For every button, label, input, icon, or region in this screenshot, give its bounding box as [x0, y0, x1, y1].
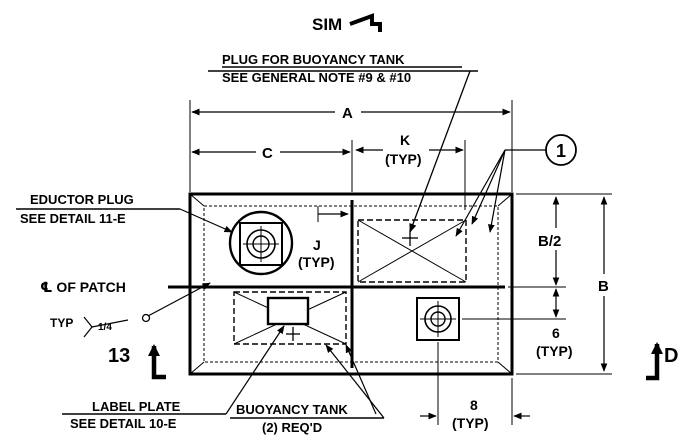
dim-j-label: J	[313, 237, 321, 253]
dim-k-label: K	[400, 132, 410, 148]
weld-leader	[147, 282, 211, 317]
corner-tl	[189, 193, 205, 207]
eductor-ring	[228, 210, 294, 276]
weld-reference-line	[91, 319, 129, 328]
sim-label: SIM	[312, 15, 342, 34]
dim-b-gap	[594, 274, 616, 296]
label-plate-line2: SEE DETAIL 10-E	[70, 416, 177, 431]
dim-6-typ: (TYP)	[536, 343, 573, 359]
label-plate-leader	[225, 325, 285, 415]
dim-a-gap	[335, 104, 361, 120]
section-13-arrowhead	[148, 344, 160, 356]
dim-c-label: C	[262, 145, 273, 162]
weld-tail-b	[83, 326, 93, 338]
tank-lower-left	[233, 291, 347, 345]
section-d-arrowhead	[651, 342, 663, 354]
corner-bl	[189, 361, 205, 375]
dim-k-gap	[383, 128, 429, 168]
dim-a-label: A	[342, 105, 353, 122]
dim-b-half-gap	[534, 228, 580, 250]
plug-note-line1: PLUG FOR BUOYANCY TANK	[222, 52, 405, 67]
dim-8-typ: (TYP)	[452, 415, 489, 431]
weld-all-around-icon	[141, 313, 151, 323]
corner-tr	[497, 193, 513, 207]
section-13-arrow-icon	[151, 346, 166, 380]
corner-br	[497, 361, 513, 375]
dim-j-gap	[296, 232, 342, 272]
dim-b-half-label: B/2	[538, 233, 561, 250]
tank-note-line2: (2) REQ'D	[262, 420, 322, 435]
eductor-leader	[179, 208, 233, 233]
dim-6-label: 6	[552, 325, 560, 341]
patch-label: ℄ OF PATCH	[40, 279, 126, 295]
tank-ur-diag-b	[357, 219, 467, 283]
tank-note-line1: BUOYANCY TANK	[236, 402, 348, 417]
eductor-note-line1: EDUCTOR PLUG	[30, 192, 134, 207]
weld-tail	[83, 316, 93, 328]
callout-1-leader-c	[488, 149, 506, 233]
dim-b-label: B	[598, 278, 609, 295]
dim-c-gap	[256, 144, 280, 160]
section-d-arrow-icon	[646, 344, 660, 381]
plug-note-line2: SEE GENERAL NOTE #9 & #10	[222, 70, 411, 85]
tank-leader-b	[325, 344, 385, 419]
section-d-label: D	[664, 345, 678, 367]
dim-8-label: 8	[470, 397, 478, 413]
weld-typ-label: TYP	[50, 316, 73, 330]
tank-leader-a	[345, 344, 377, 415]
section-13-label: 13	[108, 345, 130, 367]
weld-size-label: 1/4	[98, 322, 112, 333]
callout-1-leader-b	[471, 149, 506, 225]
tank-upper-right	[357, 219, 467, 283]
outer-plate	[188, 192, 514, 376]
label-plate-line1: LABEL PLATE	[92, 399, 181, 414]
callout-1-label: 1	[556, 141, 566, 161]
label-plate	[266, 296, 310, 326]
eductor-note-line2: SEE DETAIL 11-E	[20, 211, 126, 226]
dim-j-typ: (TYP)	[298, 254, 335, 270]
section-arrow-icon	[349, 13, 382, 32]
dim-k-typ: (TYP)	[385, 151, 422, 167]
